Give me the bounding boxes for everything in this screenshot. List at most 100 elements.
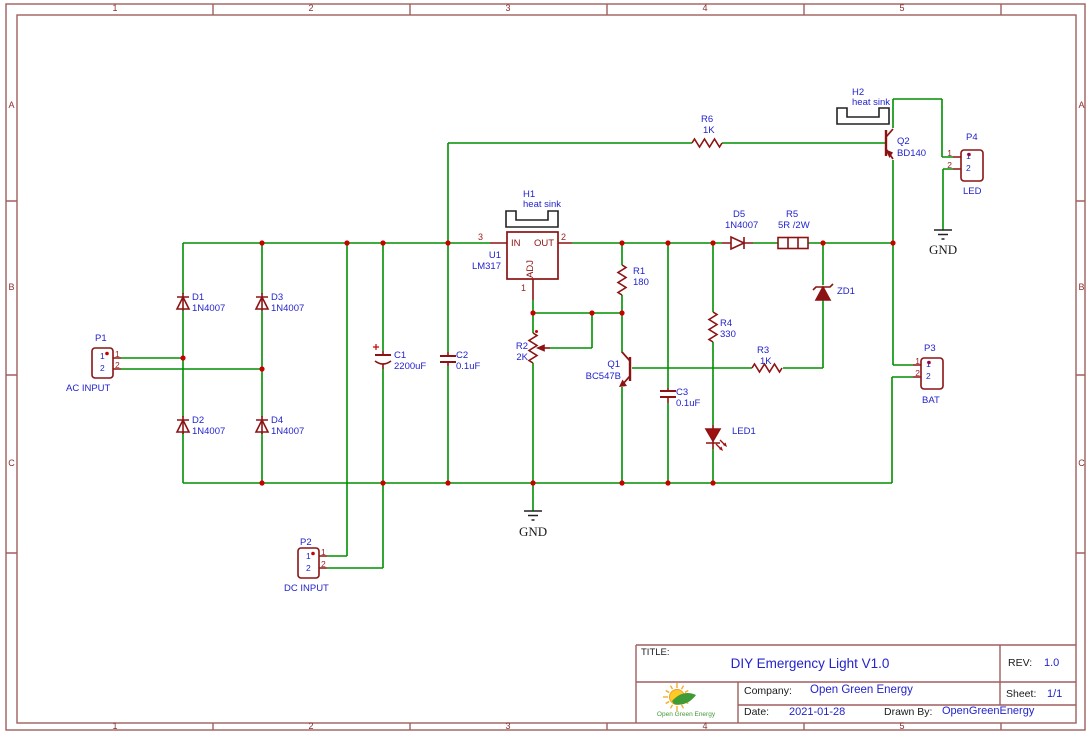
- drawn-by-value: OpenGreenEnergy: [942, 705, 1035, 717]
- frame-col-label: 1: [112, 3, 118, 13]
- ref-p2: P2: [300, 537, 312, 548]
- value-r1: 180: [633, 277, 649, 288]
- date-label: Date:: [744, 706, 770, 718]
- frame-col-label: 3: [505, 721, 511, 731]
- rev-value: 1.0: [1044, 656, 1060, 669]
- frame-col-label: 5: [899, 721, 905, 731]
- value-p3: BAT: [922, 395, 940, 406]
- diode-d4-symbol: [254, 416, 270, 434]
- p3-pin2-inner: 2: [926, 371, 931, 381]
- ref-p3: P3: [924, 343, 936, 354]
- p1-pin2-inner: 2: [100, 363, 105, 373]
- connector-p4-symbol: [953, 149, 984, 182]
- value-p2: DC INPUT: [284, 583, 329, 594]
- value-q1: BC547B: [585, 371, 621, 382]
- p4-pin1-inner: 1: [966, 151, 971, 161]
- ref-d5: D5: [733, 209, 746, 220]
- resistor-r1-symbol: [616, 264, 628, 296]
- u1-pin-in-label: IN: [511, 237, 521, 249]
- ref-led1: LED1: [732, 426, 756, 437]
- ref-c3: C3: [676, 387, 689, 398]
- ref-zd1: ZD1: [837, 286, 855, 297]
- ref-h1: H1: [523, 189, 536, 200]
- zener-zd1-symbol: [812, 283, 834, 301]
- p3-pin2-number: 2: [915, 367, 920, 378]
- capacitor-c2-symbol: [440, 352, 456, 366]
- sheet-value: 1/1: [1047, 687, 1063, 700]
- p2-pin2-number: 2: [321, 558, 326, 569]
- p1-pin1-inner: 1: [100, 351, 105, 361]
- value-h2: heat sink: [852, 97, 891, 108]
- junction-dots: [180, 240, 896, 486]
- transistor-q2-symbol: [884, 128, 894, 160]
- ref-r3: R3: [757, 345, 770, 356]
- capacitor-c1-symbol: [373, 344, 392, 369]
- value-q2: BD140: [897, 148, 927, 159]
- ref-d3: D3: [271, 292, 284, 303]
- value-h1: heat sink: [523, 199, 562, 210]
- value-u1: LM317: [471, 261, 501, 272]
- diode-d3-symbol: [254, 293, 270, 311]
- ref-q2: Q2: [897, 136, 910, 147]
- frame-row-label: C: [8, 458, 15, 468]
- ref-r1: R1: [633, 266, 646, 277]
- title-block-lines: [635, 644, 1076, 723]
- u1-pin-adj-label: ADJ: [525, 260, 536, 278]
- resistor-r5-symbol: [777, 236, 809, 250]
- ref-d2: D2: [192, 415, 205, 426]
- ref-r2: R2: [515, 341, 528, 352]
- p4-pin2-number: 2: [947, 159, 952, 170]
- ref-r4: R4: [720, 318, 733, 329]
- value-p1: AC INPUT: [66, 383, 111, 394]
- value-r2: 2K: [516, 352, 528, 363]
- value-c3: 0.1uF: [676, 398, 701, 409]
- p1-pin1-number: 1: [115, 349, 120, 359]
- ref-d4: D4: [271, 415, 284, 426]
- u1-pin1-number: 1: [521, 283, 527, 293]
- capacitor-c3-symbol: [660, 388, 676, 403]
- ref-p1: P1: [95, 333, 107, 344]
- ref-r6: R6: [701, 114, 714, 125]
- connector-p1-symbol: [91, 347, 121, 379]
- frame-col-label: 3: [505, 3, 511, 13]
- connector-p2-symbol: [297, 547, 327, 579]
- ref-h2: H2: [852, 87, 865, 98]
- title-label: TITLE:: [641, 647, 670, 658]
- diode-d5-symbol: [722, 235, 753, 251]
- heatsink-h2-symbol: [836, 107, 890, 125]
- value-d3: 1N4007: [271, 302, 305, 314]
- logo-text: Open Green Energy: [656, 711, 716, 718]
- date-value: 2021-01-28: [789, 705, 846, 718]
- resistor-r3-symbol: [751, 362, 783, 374]
- sheet-label: Sheet:: [1006, 687, 1037, 700]
- p2-pin2-inner: 2: [306, 563, 311, 573]
- gnd-symbol-main: [524, 510, 542, 521]
- p2-pin1-inner: 1: [306, 551, 311, 561]
- resistor-r6-symbol: [691, 137, 723, 149]
- company-logo: [663, 683, 696, 711]
- p2-pin1-number: 1: [321, 547, 326, 557]
- sheet-title: DIY Emergency Light V1.0: [730, 656, 890, 671]
- u1-pin2-number: 2: [561, 231, 567, 242]
- ref-r5: R5: [786, 209, 799, 220]
- value-d4: 1N4007: [271, 425, 305, 437]
- drawn-by-label: Drawn By:: [884, 706, 933, 718]
- frame-row-label: A: [1078, 100, 1085, 110]
- p4-pin1-number: 1: [947, 148, 952, 158]
- u1-pin3-number: 3: [478, 231, 484, 242]
- connector-p3-symbol: [913, 357, 944, 390]
- diode-d1-symbol: [175, 293, 191, 311]
- frame-row-label: B: [1078, 282, 1085, 292]
- company-value: Open Green Energy: [810, 684, 913, 696]
- value-d5: 1N4007: [725, 220, 759, 231]
- frame-col-label: 4: [702, 3, 708, 13]
- frame-row-label: B: [8, 282, 15, 292]
- value-r6: 1K: [703, 125, 715, 136]
- value-c2: 0.1uF: [456, 361, 481, 372]
- ref-c2: C2: [456, 350, 469, 361]
- resistor-r4-symbol: [707, 311, 719, 343]
- ref-p4: P4: [966, 132, 978, 143]
- value-p4: LED: [963, 186, 982, 197]
- frame-col-label: 2: [308, 721, 314, 731]
